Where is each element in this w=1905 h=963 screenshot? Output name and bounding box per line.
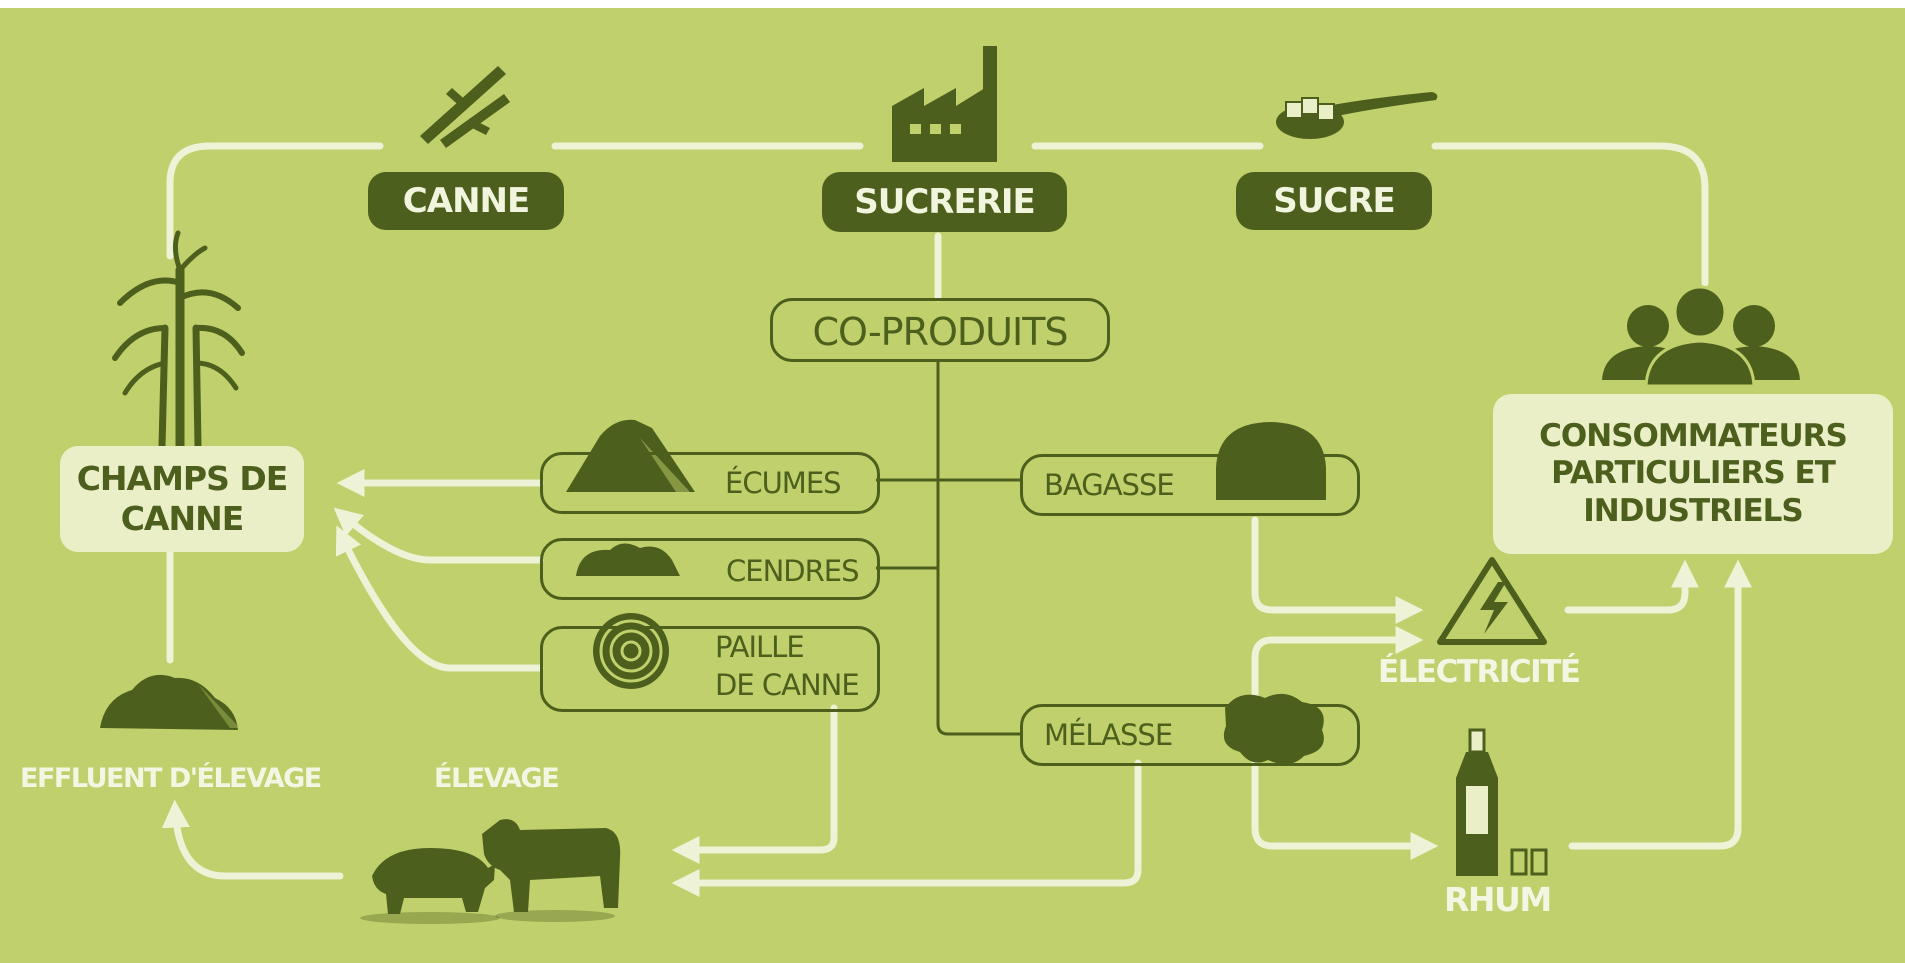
arrow-elevage-effluent (161, 799, 344, 880)
cendres-label: CENDRES (726, 554, 859, 588)
elevage-label: ÉLEVAGE (434, 763, 560, 794)
electricity-icon (1437, 557, 1547, 645)
consommateurs-label-line3: INDUSTRIELS (1583, 492, 1804, 529)
ecumes-pile-icon (566, 419, 695, 492)
cendres-box: CENDRES (540, 538, 880, 600)
ecumes-label: ÉCUMES (725, 466, 842, 500)
paille-bale-icon (593, 613, 669, 689)
coproduits-label: CO-PRODUITS (812, 310, 1068, 354)
sucrerie-label: SUCRERIE (822, 172, 1067, 232)
ecumes-box: ÉCUMES (540, 452, 880, 514)
co-products-flow-diagram: CANNE SUCRERIE SUCRE CO-PRODUITS ÉCUMES … (0, 8, 1905, 963)
consommateurs-label-line1: CONSOMMATEURS (1539, 418, 1848, 455)
effluent-manure-icon (100, 674, 240, 730)
bagasse-label: BAGASSE (1044, 468, 1175, 502)
arrow-paille-champs (335, 525, 544, 672)
melasse-box: MÉLASSE (1020, 704, 1360, 766)
rhum-label: RHUM (1444, 880, 1552, 919)
arrow-rhum-consommateurs (1568, 559, 1752, 850)
arrow-electricite-consommateurs (1564, 559, 1699, 614)
canne-label: CANNE (368, 172, 564, 230)
arrow-melasse-electricite (1251, 626, 1424, 730)
sucre-label: SUCRE (1236, 172, 1432, 230)
paille-label-line1: PAILLE (715, 630, 805, 664)
arrow-bagasse-electricite (1251, 516, 1424, 624)
rhum-bottle-icon (1456, 728, 1548, 876)
champs-label-line1: CHAMPS DE (76, 459, 289, 499)
melasse-label: MÉLASSE (1044, 718, 1173, 752)
effluent-label: EFFLUENT D'ÉLEVAGE (20, 763, 322, 794)
consommateurs-box: CONSOMMATEURS PARTICULIERS ET INDUSTRIEL… (1493, 394, 1893, 554)
paille-label-line2: DE CANNE (715, 668, 860, 702)
icons-layer (100, 46, 1800, 924)
consommateurs-label-line2: PARTICULIERS ET (1551, 455, 1836, 492)
champs-de-canne-box: CHAMPS DE CANNE (60, 446, 304, 552)
electricite-label: ÉLECTRICITÉ (1378, 654, 1581, 690)
sugar-spoon-icon (1276, 92, 1438, 139)
cendres-icon (576, 543, 680, 576)
flow-connectors (161, 142, 1752, 897)
sugar-cane-plant-icon (112, 230, 245, 451)
loop-sucre-to-consommateurs (1431, 142, 1709, 287)
arrow-paille-elevage (671, 704, 838, 864)
paille-box: PAILLE DE CANNE (540, 626, 880, 712)
tree-trunk (936, 360, 1022, 736)
arrow-cendres-champs (333, 507, 544, 564)
bagasse-box: BAGASSE (1020, 454, 1360, 516)
loop-champs-to-canne (166, 142, 384, 260)
bagasse-bale-icon (1216, 422, 1326, 500)
champs-label-line2: CANNE (120, 499, 245, 538)
cane-icon (420, 66, 510, 148)
arrow-melasse-rhum (1251, 756, 1439, 860)
melasse-icon (1223, 693, 1324, 765)
consumers-icon (1602, 285, 1800, 388)
factory-icon (892, 46, 997, 162)
coproduits-box: CO-PRODUITS (770, 298, 1110, 362)
livestock-icon (360, 819, 621, 924)
arrow-melasse-elevage (671, 759, 1142, 897)
